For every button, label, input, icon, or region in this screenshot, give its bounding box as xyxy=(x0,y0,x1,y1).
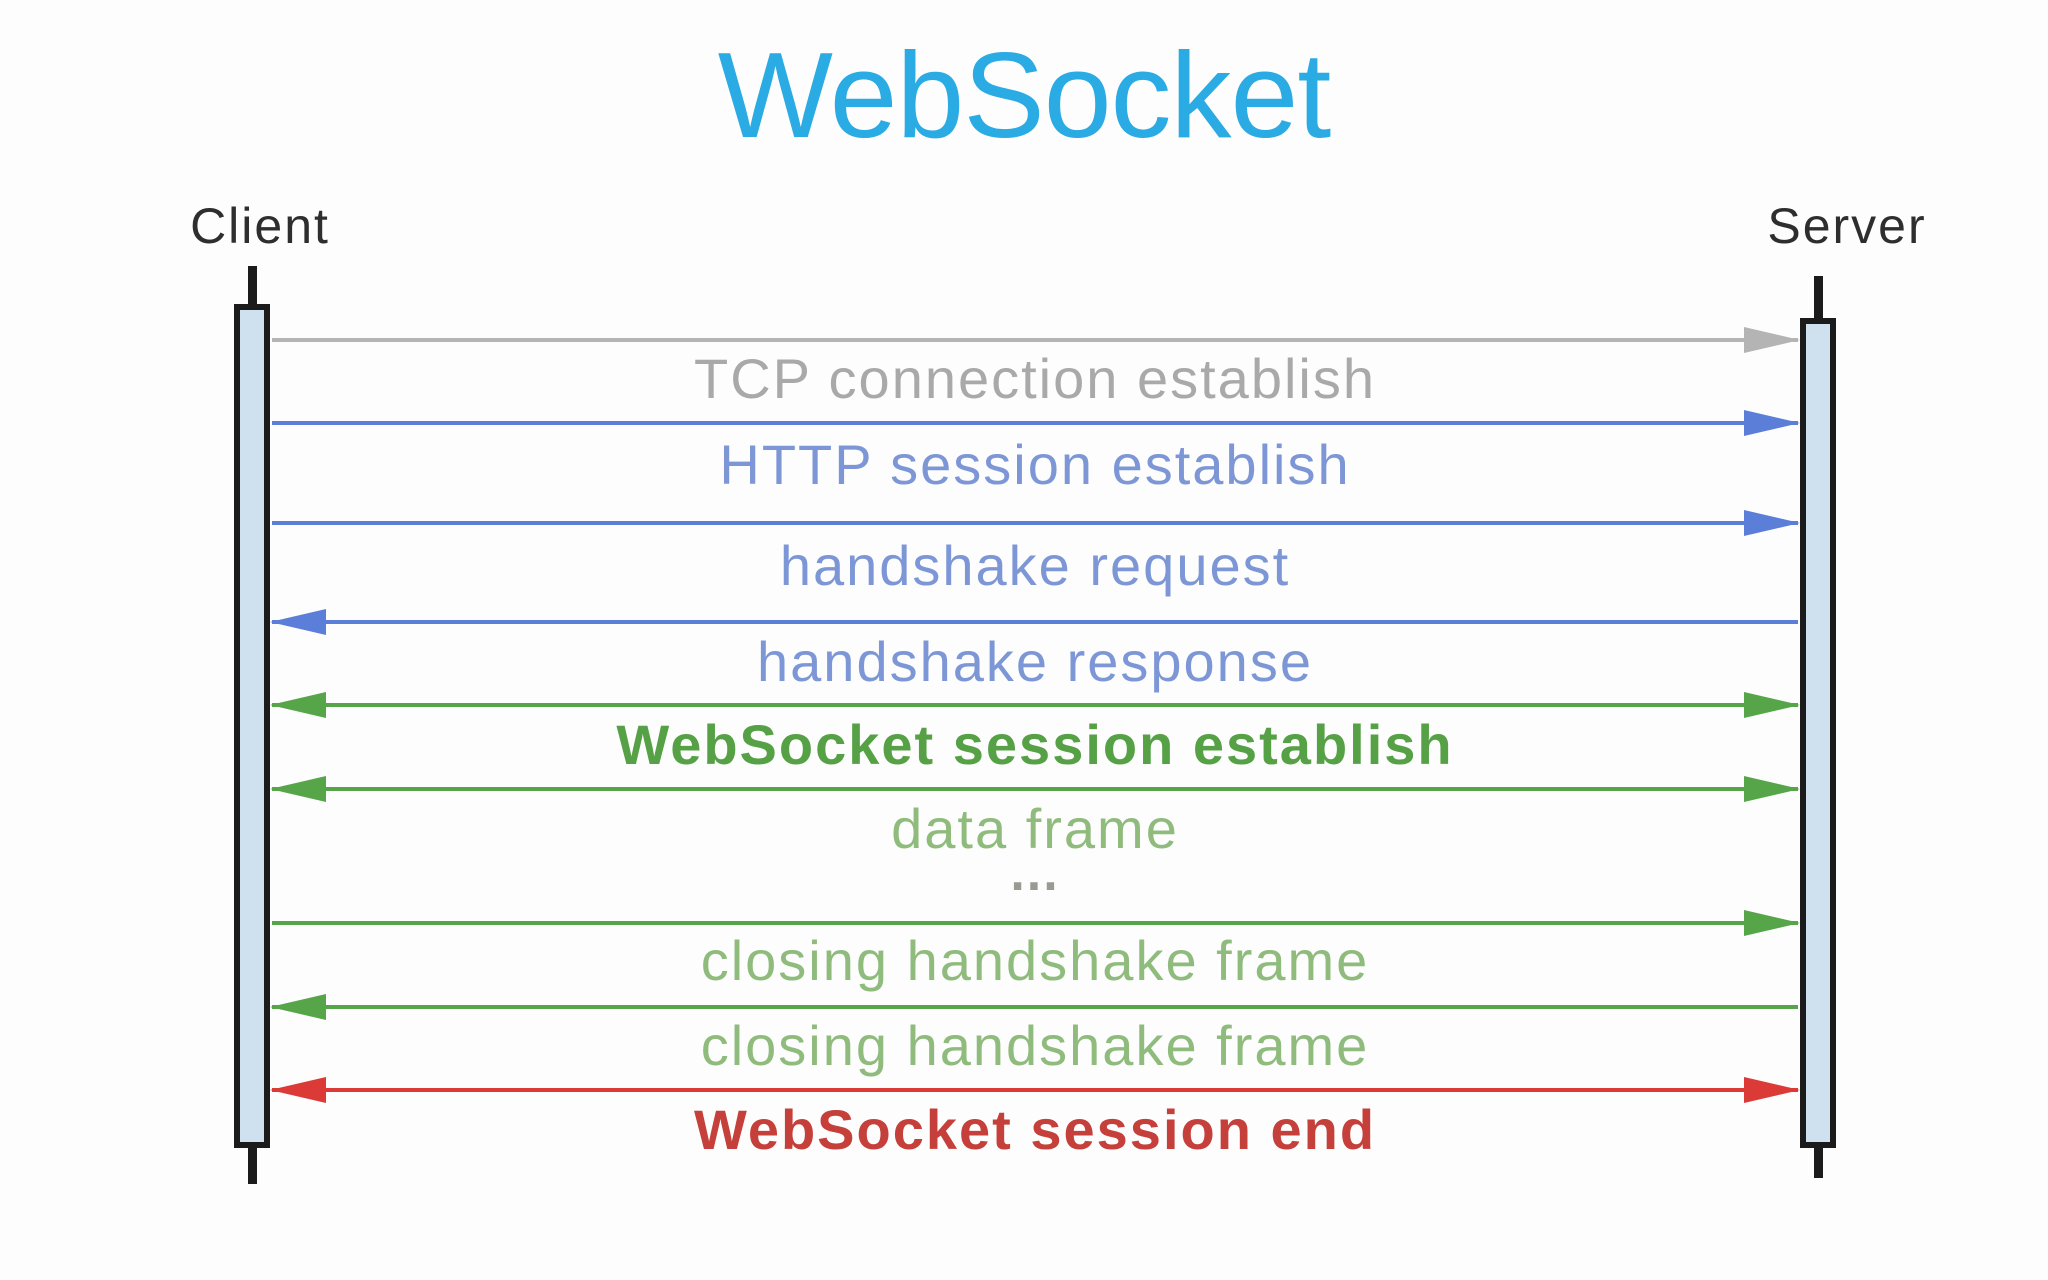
server-lifeline-bottom-stub xyxy=(1814,1144,1823,1178)
server-lifeline-bar xyxy=(1800,318,1836,1148)
arrow-closing-handshake-frame-2 xyxy=(270,994,1798,1020)
label-handshake-request: handshake request xyxy=(779,534,1291,597)
server-lifeline-top-stub xyxy=(1814,276,1823,322)
client-lifeline-top-stub xyxy=(248,266,257,308)
arrow-websocket-session-establish xyxy=(270,692,1800,718)
label-closing-handshake-frame-2: closing handshake frame xyxy=(700,1014,1370,1077)
actor-label-server: Server xyxy=(1767,198,1927,254)
client-lifeline-bar xyxy=(234,304,270,1148)
arrow-closing-handshake-frame-1 xyxy=(272,910,1800,936)
label-ellipsis: ... xyxy=(1010,844,1060,902)
label-handshake-response: handshake response xyxy=(757,630,1313,693)
client-lifeline-bottom-stub xyxy=(248,1146,257,1184)
label-websocket-session-establish: WebSocket session establish xyxy=(616,713,1454,776)
label-closing-handshake-frame-1: closing handshake frame xyxy=(700,929,1370,992)
page-title: WebSocket xyxy=(717,27,1332,163)
arrow-handshake-request xyxy=(272,510,1800,536)
arrow-http-session-establish xyxy=(272,410,1800,436)
label-http-session-establish: HTTP session establish xyxy=(719,433,1351,496)
label-tcp-connection-establish: TCP connection establish xyxy=(694,347,1376,410)
arrow-websocket-session-end xyxy=(270,1077,1800,1103)
label-websocket-session-end: WebSocket session end xyxy=(693,1098,1377,1161)
actor-label-client: Client xyxy=(190,198,330,254)
arrow-tcp-connection-establish xyxy=(272,327,1800,353)
arrow-handshake-response xyxy=(270,609,1798,635)
arrow-data-frame xyxy=(270,776,1800,802)
label-data-frame: data frame xyxy=(891,797,1179,860)
